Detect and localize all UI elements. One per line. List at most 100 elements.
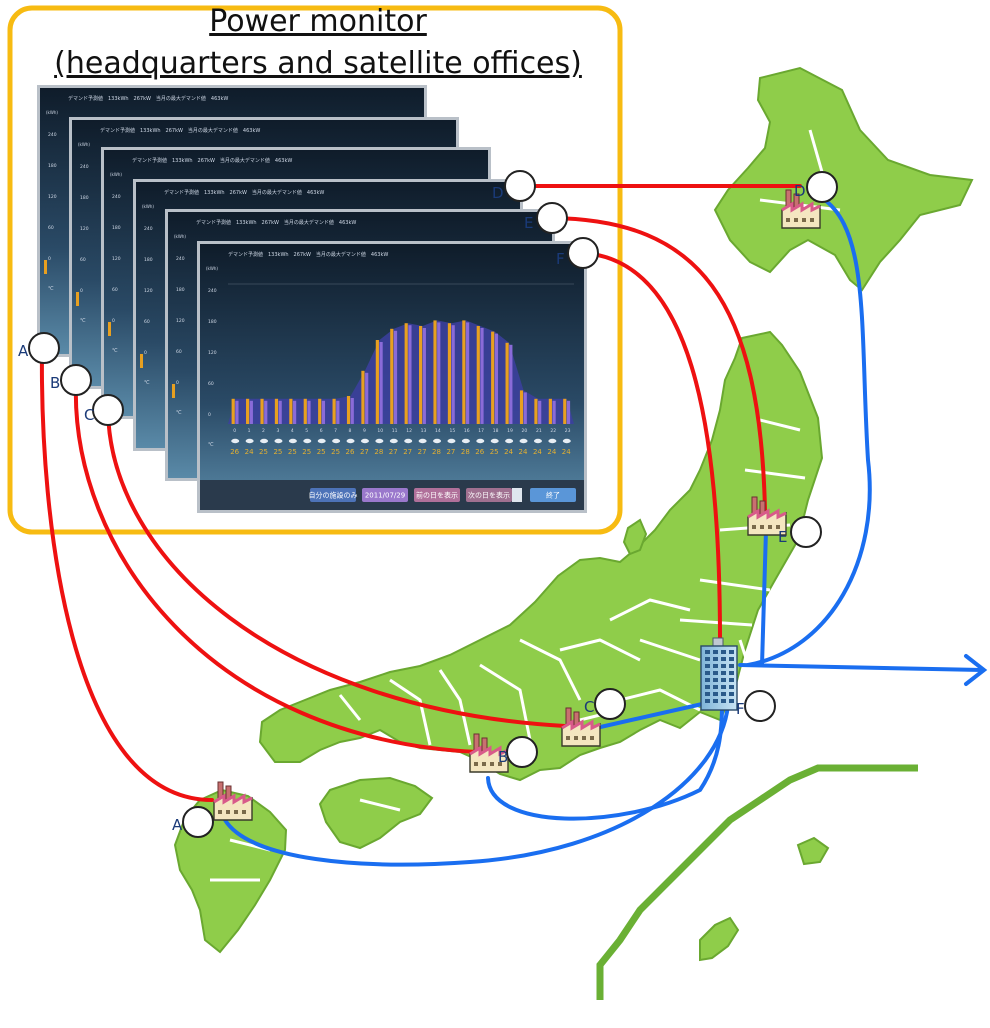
demand-bar [437,322,441,424]
screen-y-tick: 240 [112,194,121,200]
demand-bar [433,320,437,424]
map-shikoku [318,776,434,850]
screen-temp-unit: ℃ [144,380,150,386]
demand-bar [274,398,279,424]
weather-cloud-icon [317,438,326,444]
screen-button[interactable]: 終了 [530,488,576,502]
screen-y-tick: 120 [80,226,89,232]
blue-line-c [594,698,722,730]
hq-window [713,692,718,696]
weather-cloud-icon [303,438,312,444]
temperature-label: 26 [230,448,239,456]
temperature-label: 28 [461,448,470,456]
monitor-screens: デマンド予測値 133kWh 267kW 当月の最大デマンド値 463kW(kW… [37,85,587,513]
screen-button-bg[interactable] [414,488,460,502]
weather-cloud-icon [389,438,398,444]
demand-bar [231,398,235,424]
screen-button-label[interactable]: 終了 [546,491,560,500]
weather-cloud-icon [533,438,542,444]
hq-window [729,657,734,661]
node-label: B [50,374,60,392]
screen-button-label[interactable]: 自分の施設のみ [309,491,358,500]
connection-node-icon [536,202,568,234]
screen-header-text: デマンド予測値 133kWh 267kW 当月の最大デマンド値 463kW [196,219,356,226]
x-tick: 10 [377,428,383,434]
blue-line-out [738,663,984,672]
hq-window [713,671,718,675]
screen-y-tick: 120 [144,288,153,294]
screen-button[interactable]: 次の日を表示 [466,488,512,502]
demand-bar [548,398,552,424]
screen-y-tick: 60 [48,225,54,231]
weather-cloud-icon [418,438,427,444]
screen-header-text: デマンド予測値 133kWh 267kW 当月の最大デマンド値 463kW [164,189,324,196]
demand-bar [260,398,264,424]
demand-bar [264,400,268,424]
x-tick: 14 [435,428,441,434]
screen-button-label[interactable]: 次の日を表示 [468,491,510,500]
demand-bar [44,260,47,274]
weather-cloud-icon [274,438,283,444]
screen-button[interactable]: 自分の施設のみ [309,488,358,502]
weather-cloud-icon [476,438,485,444]
map-izu-islands [796,836,830,866]
hq-window [713,657,718,661]
screen-button-label[interactable]: 前の日を表示 [416,491,458,500]
demand-bar [422,328,426,424]
temperature-label: 24 [504,448,513,456]
demand-bar [172,384,175,398]
factory-window [776,525,780,529]
connection-node: E [778,516,822,548]
hq-window [705,657,710,661]
temperature-label: 28 [374,448,383,456]
screen-y-tick: 60 [112,287,118,293]
save-icon[interactable] [512,488,522,502]
blue-line-e [760,528,768,667]
hq-window [713,664,718,668]
hq-window [721,664,726,668]
screen-button-bg[interactable] [310,488,356,502]
connection-node: F [556,237,599,269]
factory-window [786,218,790,222]
connection-lines [39,184,988,867]
screen-button-bg[interactable] [466,488,512,502]
screen-button-bg[interactable] [530,488,576,502]
demand-area [228,320,574,424]
demand-bar [293,400,297,424]
factory-window [490,762,494,766]
factory-window [574,736,578,740]
screen-button[interactable]: 2011/07/29 [362,488,408,502]
demand-bar [480,328,484,424]
x-tick: 6 [320,428,323,434]
x-tick: 22 [550,428,556,434]
screen-button-label[interactable]: 2011/07/29 [365,492,405,500]
weather-cloud-icon [505,438,514,444]
factory-window [590,736,594,740]
hq-window [729,671,734,675]
hq-window [729,699,734,703]
weather-cloud-icon [562,438,571,444]
demand-bar [451,325,455,424]
demand-bar [462,320,466,424]
blue-line-a [223,703,730,867]
demand-bar [505,342,509,424]
monitor-screen: デマンド予測値 133kWh 267kW 当月の最大デマンド値 463kW(kW… [197,241,587,513]
title-line-2: (headquarters and satellite offices) [54,46,582,81]
demand-bar [332,398,336,424]
screen-button-bg[interactable] [362,488,408,502]
screen-button[interactable]: 前の日を表示 [414,488,460,502]
temperature-label: 24 [547,448,556,456]
demand-bar [534,398,538,424]
hq-window [713,685,718,689]
factory-window [752,525,756,529]
factory-icon [747,496,787,536]
temperature-label: 25 [331,448,340,456]
node-label: A [172,816,183,834]
screen-y-tick: 120 [176,318,185,324]
screen-y-tick: 180 [112,225,121,231]
screen-y-tick: 240 [208,288,217,294]
demand-bar [404,323,408,424]
hq-window [729,685,734,689]
screen-header-text: デマンド予測値 133kWh 267kW 当月の最大デマンド値 463kW [100,127,260,134]
red-line-f [581,251,722,642]
